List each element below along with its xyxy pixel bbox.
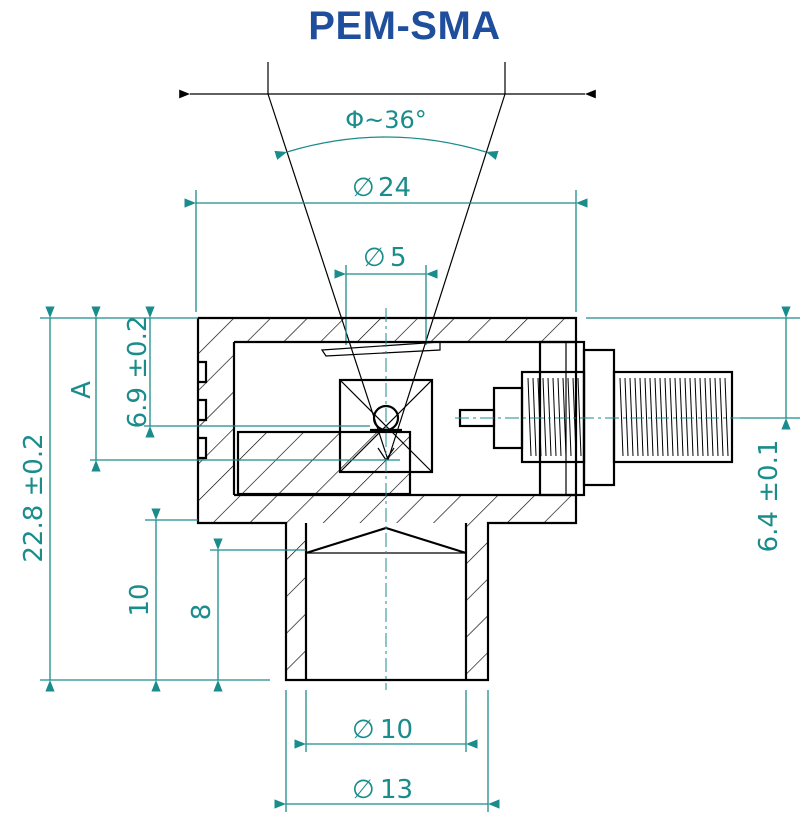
diameter-symbol-10: ∅ [352,715,375,745]
diagram-title: PEM-SMA [308,4,501,48]
thread-line [532,377,537,457]
thread-line [654,377,659,457]
diameter-symbol-13: ∅ [352,775,375,805]
thread-line [542,377,547,457]
center-lines [385,308,740,690]
thread-line [557,377,562,457]
thread-line [547,377,552,457]
thread-line [679,377,684,457]
thread-line [624,377,629,457]
outer-diameter-dimension [184,190,588,312]
aperture-diameter-label: 5 [390,243,407,273]
sma-connector [520,348,734,487]
base-height-label: 10 [125,583,155,616]
thread-line [552,377,557,457]
connector-height-label: 6.4 ±0.1 [754,440,784,553]
view-angle-label: Φ~36° [345,106,427,134]
thread-line [689,377,694,457]
thread-line [619,377,624,457]
thread-line [527,377,532,457]
thread-line [577,377,582,457]
thread-line [634,377,639,457]
diameter-symbol-24: ∅ [352,173,375,203]
thread-line [562,377,567,457]
thread-line [704,377,709,457]
thread-line [664,377,669,457]
bottom-outer-diameter-label: 13 [380,775,413,805]
bore-depth-label: 8 [187,604,217,621]
total-height-label: 22.8 ±0.2 [19,433,49,562]
thread-line [719,377,724,457]
thread-line [694,377,699,457]
bottom-diameter-dimensions [274,690,500,812]
height-A-label: A [67,381,97,399]
thread-line [572,377,577,457]
bottom-inner-diameter-label: 10 [380,715,413,745]
thread-line [669,377,674,457]
view-cone [179,62,596,461]
thread-line [699,377,704,457]
outer-diameter-label: 24 [378,173,411,203]
thread-line [629,377,634,457]
thread-line [644,377,649,457]
thread-line [684,377,689,457]
thread-line [709,377,714,457]
aperture-height-label: 6.9 ±0.2 [123,316,153,429]
thread-line [714,377,719,457]
thread-line [724,377,729,457]
thread-line [674,377,679,457]
thread-line [567,377,572,457]
height-dimensions [40,306,800,692]
thread-line [649,377,654,457]
thread-line [659,377,664,457]
diameter-symbol-5: ∅ [363,243,386,273]
thread-line [537,377,542,457]
thread-line [639,377,644,457]
